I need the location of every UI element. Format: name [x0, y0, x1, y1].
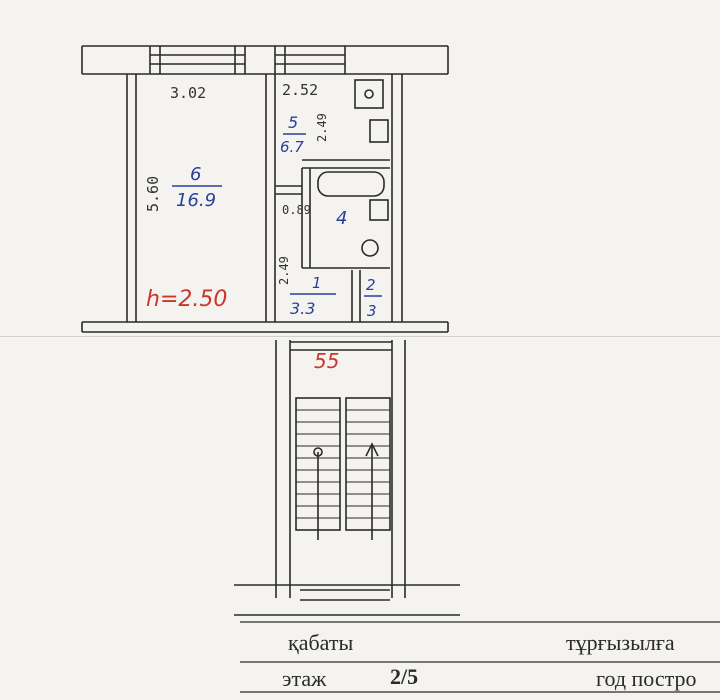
dim-room1-length: 2.49: [277, 256, 291, 285]
sink: [354, 79, 384, 109]
sink-drain: [364, 89, 374, 99]
toilet: [361, 239, 379, 257]
room6-id: 6: [190, 164, 201, 185]
bath-wall: [301, 159, 390, 268]
landing-right: [391, 340, 406, 598]
room5-id: 5: [288, 113, 298, 132]
dim-room5-length: 2.49: [315, 113, 329, 142]
floor-label-ru: этаж: [282, 666, 327, 691]
room6-area: 16.9: [176, 190, 216, 211]
floor-value: 2/5: [390, 664, 419, 689]
apartment-number: 55: [314, 349, 339, 373]
year-label-kz: тұрғызылға: [566, 630, 675, 655]
window-top-left: [149, 46, 246, 74]
stair-flight-right: [345, 397, 391, 531]
room2-id: 2: [366, 276, 376, 294]
landing-left: [275, 340, 291, 598]
footer-lines: [240, 621, 720, 693]
bathtub: [317, 171, 385, 197]
floor-label-kz: қабаты: [288, 630, 354, 655]
ceiling-height: h=2.50: [146, 287, 227, 312]
counter: [369, 119, 389, 143]
dim-room5-width: 2.52: [282, 81, 318, 99]
wc: [369, 199, 389, 221]
room2-area: 3: [367, 302, 377, 320]
partition-a: [265, 74, 276, 322]
top-wall: [81, 45, 449, 75]
bottom-wall: [81, 321, 449, 333]
year-label-ru: год постро: [596, 666, 697, 691]
room5-area: 6.7: [280, 138, 304, 156]
corridor-wall: [275, 185, 302, 195]
room1-area: 3.3: [290, 299, 315, 318]
room4-id: 4: [336, 208, 347, 229]
left-wall: [126, 74, 137, 322]
right-wall: [391, 74, 403, 322]
room2-wall: [351, 270, 361, 322]
stair-start: [313, 447, 323, 457]
stair-steps: [296, 409, 390, 519]
stair-bottom-wall: [234, 584, 460, 616]
stair-arrow: [317, 442, 379, 540]
dim-room1-width: 0.89: [282, 203, 311, 217]
room1-id: 1: [312, 274, 322, 292]
dim-room6-length: 5.60: [144, 176, 162, 212]
dim-room6-width: 3.02: [170, 84, 206, 102]
window-top-right: [274, 46, 346, 74]
landing-top: [290, 341, 392, 351]
